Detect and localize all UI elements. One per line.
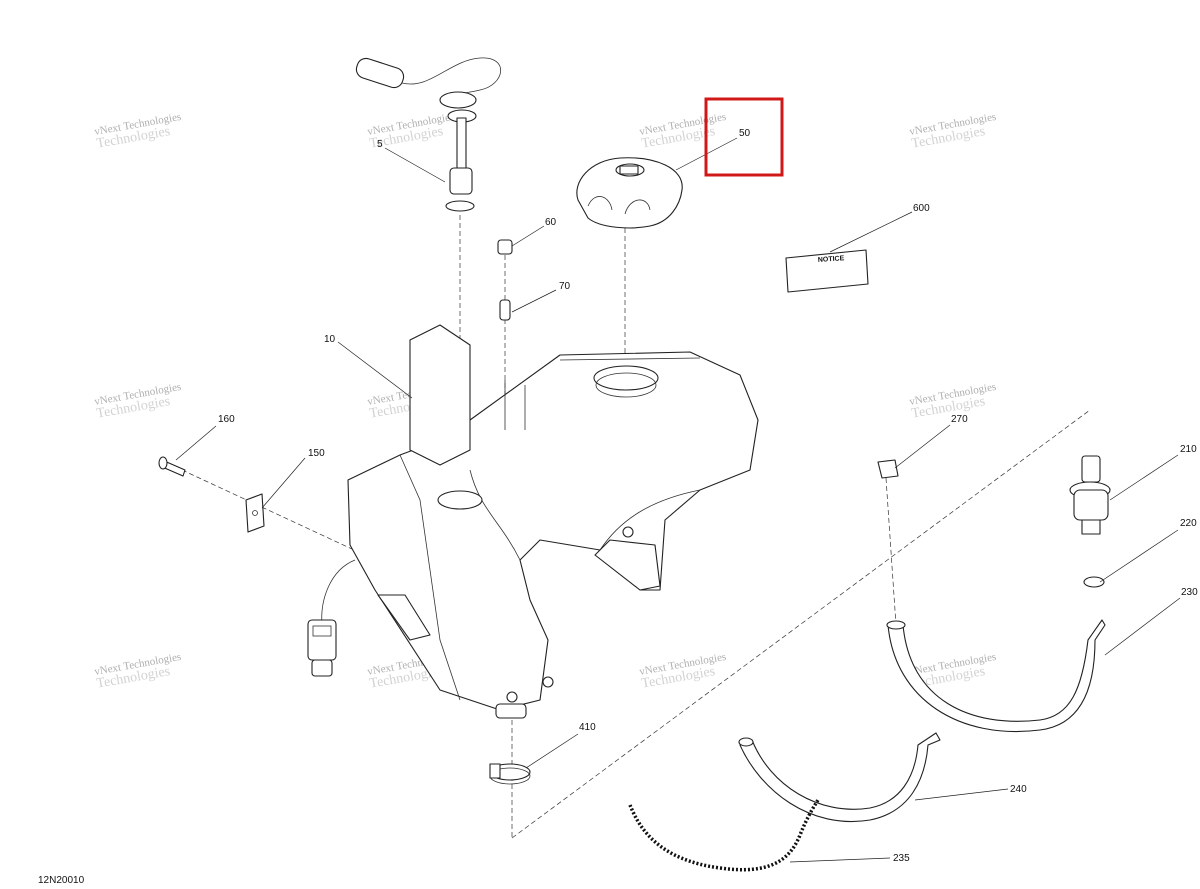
label-part-70: 70 [559,281,571,292]
label-part-60: 60 [545,217,557,228]
label-part-50: 50 [739,128,751,139]
valve-210 [1069,455,1111,535]
fuel-cap [576,157,683,229]
label-part-160: 160 [218,414,235,425]
fuel-level-sender [355,57,502,212]
clamp-220 [1083,576,1105,588]
label-part-5: 5 [377,139,383,150]
spring-hose-235 [628,799,820,872]
label-part-220: 220 [1180,518,1197,529]
label-part-10: 10 [324,334,336,345]
label-part-410: 410 [579,722,596,733]
label-part-210: 210 [1180,444,1197,455]
label-part-150: 150 [308,448,325,459]
notice-decal: NOTICE [785,249,869,293]
screw-160 [158,456,186,477]
label-part-600: 600 [913,203,930,214]
highlight-box [704,97,784,177]
fitting-60 [497,239,513,255]
label-part-230: 230 [1181,587,1198,598]
leader-lines [175,137,1181,863]
fuel-tank [347,324,759,719]
clamp-410 [489,763,531,785]
label-part-235: 235 [893,853,910,864]
plate-150 [245,493,265,533]
diagram-code: 12N20010 [38,875,85,886]
part-labels: 5 10 50 60 70 600 160 150 270 210 220 23… [218,128,1198,864]
fitting-270 [877,459,899,479]
hose-230 [886,619,1106,732]
label-part-270: 270 [951,414,968,425]
svg-text:NOTICE: NOTICE [818,255,845,264]
hose-240 [738,732,941,822]
wire-connector [307,559,356,677]
fitting-70 [499,299,511,321]
label-part-240: 240 [1010,784,1027,795]
